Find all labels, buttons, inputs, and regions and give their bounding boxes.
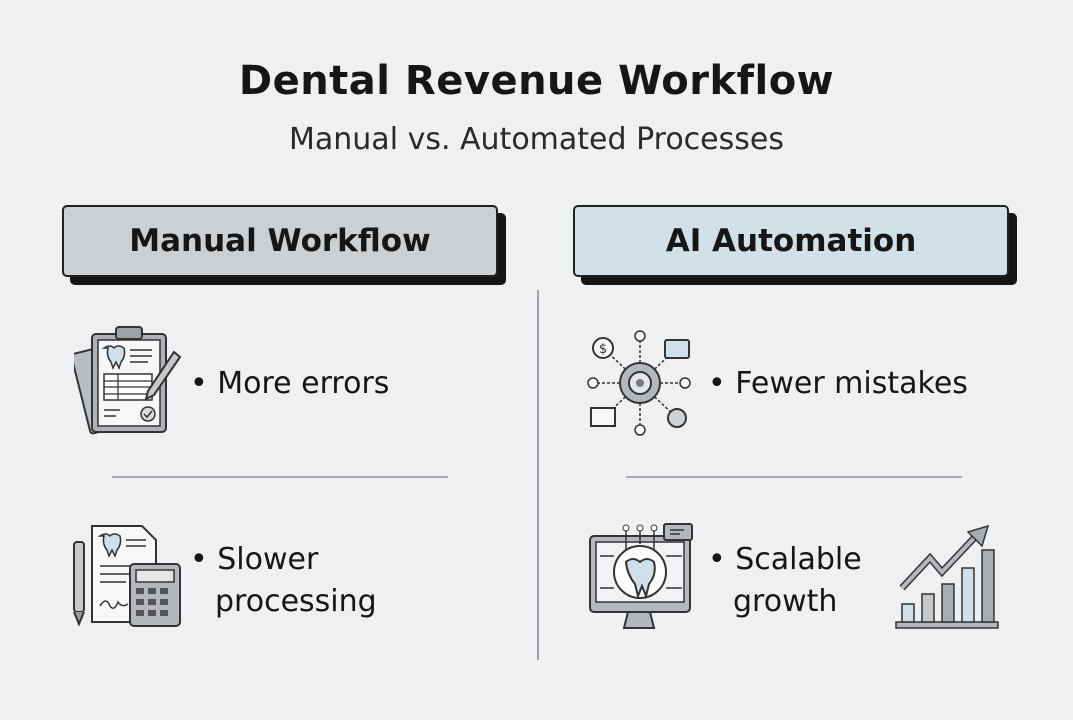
svg-text:$: $: [599, 342, 607, 357]
growth-chart-icon: [895, 524, 999, 629]
item-text-line2: processing: [215, 584, 377, 619]
ai-row-divider: [626, 476, 962, 478]
page-title: Dental Revenue Workflow: [238, 58, 835, 104]
manual-row-divider: [112, 476, 448, 478]
item-text: Fewer mistakes: [735, 366, 968, 401]
list-item-slower-processing: • Slower processing: [190, 539, 377, 623]
bullet: •: [190, 366, 208, 401]
bullet: •: [190, 542, 208, 577]
document-calculator-icon: [73, 525, 181, 627]
manual-workflow-header: Manual Workflow: [62, 205, 498, 277]
bullet: •: [708, 366, 726, 401]
item-text-line1: Slower: [217, 542, 319, 577]
bullet: •: [708, 542, 726, 577]
item-text: More errors: [217, 366, 390, 401]
item-text-line1: Scalable: [735, 542, 862, 577]
monitor-tooth-icon: [589, 523, 693, 629]
page-subtitle: Manual vs. Automated Processes: [289, 122, 784, 157]
item-text-line2: growth: [733, 584, 838, 619]
list-item-fewer-mistakes: • Fewer mistakes: [708, 363, 968, 405]
ai-automation-header: AI Automation: [573, 205, 1009, 277]
list-item-more-errors: • More errors: [190, 363, 389, 405]
clipboard-tooth-icon: [74, 326, 182, 435]
list-item-scalable-growth: • Scalable growth: [708, 539, 862, 623]
column-divider: [537, 290, 539, 660]
gear-network-icon: $: [587, 330, 691, 436]
